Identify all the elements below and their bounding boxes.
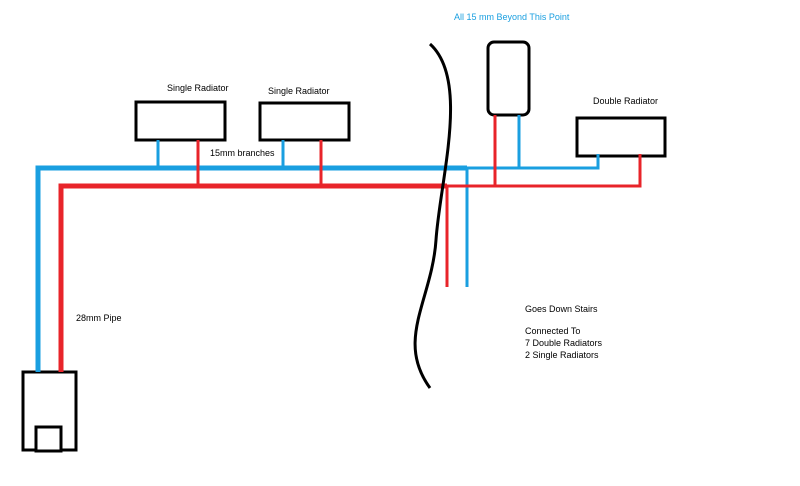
radiator-2-label: Single Radiator [268,86,330,96]
downstairs-note: Goes Down Stairs Connected To 7 Double R… [525,303,602,361]
note-line-4: 2 Single Radiators [525,350,599,360]
double-radiator-label: Double Radiator [593,96,659,106]
single-radiator-1 [134,100,227,142]
beyond-point-label: All 15 mm Beyond This Point [454,12,570,22]
return-pipe [35,115,600,372]
single-radiator-2 [258,101,351,142]
note-line-1: Goes Down Stairs [525,304,598,314]
flow-pipe [58,115,642,372]
boiler [21,370,78,453]
upright-radiator [486,40,531,117]
note-line-2: Connected To [525,326,581,336]
main-pipe-label: 28mm Pipe [76,313,122,323]
boundary-curve [413,42,453,389]
double-radiator [575,116,667,158]
note-line-3: 7 Double Radiators [525,338,603,348]
radiator-1-label: Single Radiator [167,83,229,93]
branches-label: 15mm branches [210,148,275,158]
